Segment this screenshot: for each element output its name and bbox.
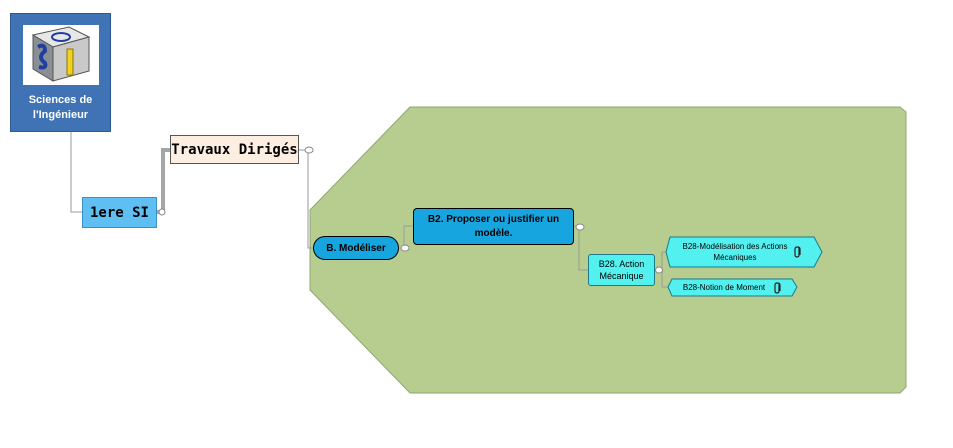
node-1ere-si-label: 1ere SI (89, 204, 149, 221)
node-b2-proposer[interactable]: B2. Proposer ou justifier un modèle. (413, 208, 574, 245)
node-travaux-diriges[interactable]: Travaux Dirigés (170, 135, 299, 164)
collapse-handle-td[interactable] (304, 146, 314, 154)
paperclip-icon[interactable] (792, 245, 804, 259)
leaf-shape-modelisation (665, 236, 823, 268)
leaf-notion-moment-label: B28-Notion de Moment (682, 283, 766, 292)
node-travaux-diriges-label: Travaux Dirigés (171, 141, 298, 158)
logo-caption-line1: Sciences de (28, 94, 93, 106)
leaf-modelisation-line2: Mécaniques (713, 253, 757, 262)
si-cube-logo (23, 25, 99, 85)
collapse-handle-b28[interactable] (655, 266, 663, 274)
leaf-modelisation-line1: B28-Modélisation des Actions (682, 242, 788, 251)
node-b-modeliser[interactable]: B. Modéliser (313, 236, 399, 260)
paperclip-icon[interactable] (772, 281, 784, 295)
collapse-handle-b2[interactable] (575, 223, 585, 231)
boundary-zone (309, 106, 907, 394)
node-b28-action-mecanique[interactable]: B28. Action Mécanique (588, 254, 655, 286)
leaf-notion-moment[interactable]: B28-Notion de Moment (670, 278, 792, 297)
collapse-handle-1ere[interactable] (158, 208, 166, 216)
connector-1ere-td (157, 148, 170, 214)
root-logo-node[interactable]: Sciences de l'Ingénieur (10, 13, 111, 132)
node-b-modeliser-label: B. Modéliser (326, 242, 386, 254)
node-b28-label-line1: B28. Action (598, 259, 645, 269)
leaf-modelisation-actions[interactable]: B28-Modélisation des Actions Mécaniques (670, 237, 814, 267)
connector-td-modeliser (299, 149, 313, 249)
node-b28-label-line2: Mécanique (599, 271, 644, 281)
leaf-shape-moment (667, 278, 798, 297)
collapse-handle-modeliser[interactable] (400, 244, 410, 252)
cube-icon (31, 26, 91, 82)
logo-caption-line2: l'Ingénieur (32, 109, 89, 121)
node-b2-proposer-label: B2. Proposer ou justifier un modèle. (427, 213, 560, 239)
logo-caption: Sciences de l'Ingénieur (11, 93, 110, 123)
node-1ere-si[interactable]: 1ere SI (82, 197, 157, 228)
connector-logo-1ere (70, 132, 82, 213)
